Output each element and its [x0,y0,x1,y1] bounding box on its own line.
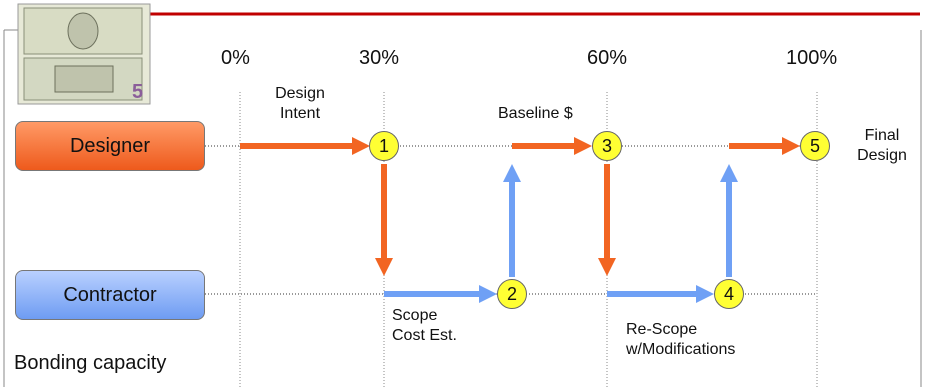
design-intent-label: Design Intent [268,84,332,124]
scope-cost-line-1: Scope [392,307,438,324]
design-intent-line-2: Intent [279,105,321,122]
design-intent-line-1: Design [275,85,325,102]
step-4-marker: 4 [714,279,744,309]
rescope-line-2: w/Modifications [626,341,736,358]
baseline-label: Baseline $ [498,105,573,122]
rescope-label: Re-Scope w/Modifications [626,320,735,360]
svg-text:5: 5 [132,81,143,103]
final-design-line-1: Final [864,127,900,144]
marker-30-percent: 30% [359,47,400,69]
contractor-flow-arrows [384,164,738,303]
step-3-marker: 3 [592,131,622,161]
final-design-line-2: Design [857,147,907,164]
step-1-marker: 1 [369,131,399,161]
bonding-capacity-label: Bonding capacity [14,352,167,374]
designer-flow-arrows [240,137,800,276]
step-5-marker: 5 [800,131,830,161]
designer-label: Designer [69,134,151,157]
designer-box: Designer [15,121,205,171]
marker-100-percent: 100% [786,47,838,69]
five-dollar-bill-image: 5 [17,3,151,105]
step-2-marker: 2 [497,279,527,309]
contractor-label: Contractor [63,283,157,306]
final-design-label: Final Design [852,126,912,166]
contractor-box: Contractor [15,270,205,320]
rescope-line-1: Re-Scope [626,321,698,338]
scope-cost-line-2: Cost Est. [392,327,457,344]
marker-0-percent: 0% [221,47,250,69]
marker-60-percent: 60% [587,47,628,69]
scope-cost-label: Scope Cost Est. [392,306,457,346]
